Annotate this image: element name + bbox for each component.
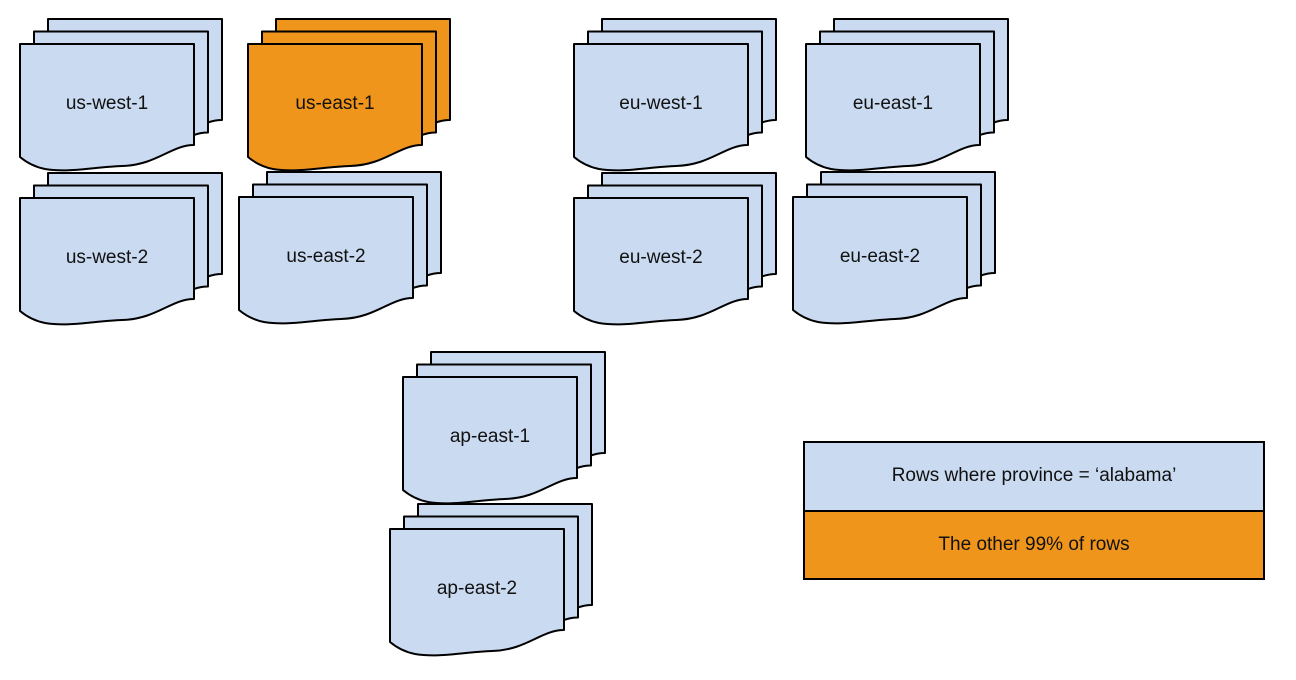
document-stack-icon <box>573 172 777 326</box>
region-stack-eu-east-1: eu-east-1 <box>805 18 1009 172</box>
region-stack-eu-east-2: eu-east-2 <box>792 171 996 325</box>
document-stack-icon <box>238 171 442 325</box>
legend-item-alabama-rows: Rows where province = ‘alabama’ <box>805 443 1263 510</box>
region-stack-us-east-2: us-east-2 <box>238 171 442 325</box>
document-stack-icon <box>805 18 1009 172</box>
legend: Rows where province = ‘alabama’ The othe… <box>803 441 1265 580</box>
document-stack-icon <box>389 503 593 657</box>
region-stack-eu-west-1: eu-west-1 <box>573 18 777 172</box>
document-stack-icon <box>792 171 996 325</box>
document-stack-icon <box>247 18 451 172</box>
region-stack-us-west-1: us-west-1 <box>19 18 223 172</box>
region-stack-us-east-1: us-east-1 <box>247 18 451 172</box>
legend-item-other-rows: The other 99% of rows <box>805 509 1263 578</box>
document-stack-icon <box>402 351 606 505</box>
legend-item-label: The other 99% of rows <box>938 533 1130 555</box>
legend-item-label: Rows where province = ‘alabama’ <box>891 465 1177 487</box>
document-stack-icon <box>19 172 223 326</box>
region-stack-eu-west-2: eu-west-2 <box>573 172 777 326</box>
document-stack-icon <box>19 18 223 172</box>
region-stack-us-west-2: us-west-2 <box>19 172 223 326</box>
document-stack-icon <box>573 18 777 172</box>
region-stack-ap-east-2: ap-east-2 <box>389 503 593 657</box>
region-stack-ap-east-1: ap-east-1 <box>402 351 606 505</box>
